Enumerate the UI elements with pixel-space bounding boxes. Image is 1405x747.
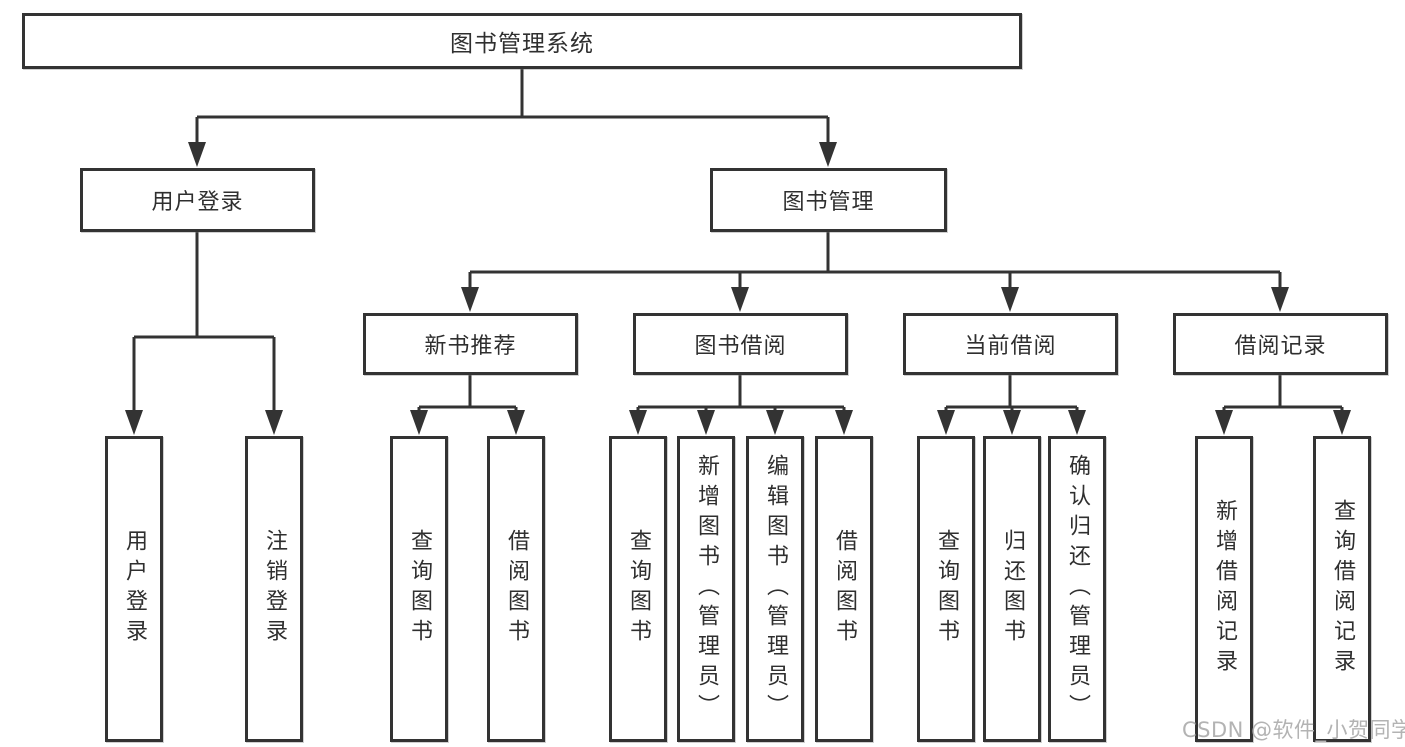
node-leaf-add-borrow-record: 新增借阅记录 xyxy=(1195,436,1253,742)
node-leaf-borrow-books-recommend: 借阅图书 xyxy=(487,436,545,742)
node-new-book-recommend: 新书推荐 xyxy=(363,313,578,375)
node-book-management: 图书管理 xyxy=(710,168,947,232)
arrowhead-icons xyxy=(125,142,1351,435)
node-leaf-query-books-current: 查询图书 xyxy=(917,436,975,742)
node-leaf-query-borrow-record: 查询借阅记录 xyxy=(1313,436,1371,742)
node-current-borrow: 当前借阅 xyxy=(903,313,1118,375)
node-user-login: 用户登录 xyxy=(80,168,315,232)
node-leaf-return-books: 归还图书 xyxy=(983,436,1041,742)
node-leaf-confirm-return-admin: 确认归还（管理员） xyxy=(1048,436,1106,742)
node-leaf-query-books-recommend: 查询图书 xyxy=(390,436,448,742)
node-leaf-add-book-admin: 新增图书（管理员） xyxy=(677,436,735,742)
node-root-system: 图书管理系统 xyxy=(22,13,1022,69)
csdn-watermark: CSDN @软件_小贺同学 xyxy=(1182,718,1405,742)
node-leaf-query-books-borrow: 查询图书 xyxy=(609,436,667,742)
node-book-borrow: 图书借阅 xyxy=(633,313,848,375)
node-leaf-user-login: 用户登录 xyxy=(105,436,163,742)
node-leaf-borrow-books: 借阅图书 xyxy=(815,436,873,742)
node-leaf-logout: 注销登录 xyxy=(245,436,303,742)
node-leaf-edit-book-admin: 编辑图书（管理员） xyxy=(746,436,804,742)
node-borrow-records: 借阅记录 xyxy=(1173,313,1388,375)
